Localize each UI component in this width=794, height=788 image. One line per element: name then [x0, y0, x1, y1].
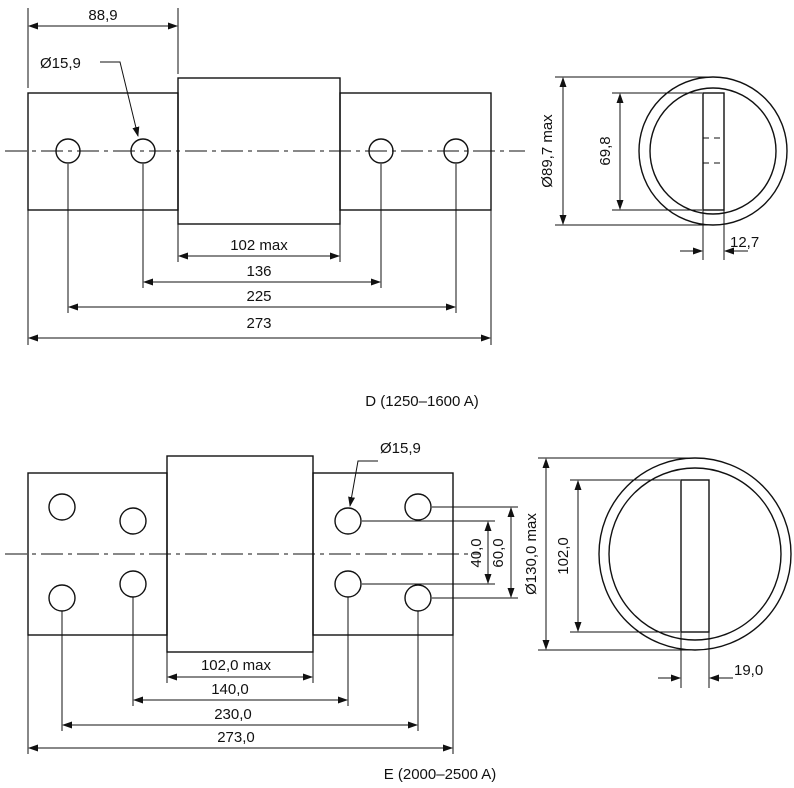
fuse-d-hole: [443, 138, 469, 164]
dim-inner-hole-spacing: 136: [246, 263, 271, 280]
fuse-d-caption: D (1250–1600 A): [365, 393, 478, 410]
fuse-d-end-inner-circle: [649, 87, 777, 215]
dim-body-diameter: Ø89,7 max: [539, 114, 556, 188]
dim-body-max: 102 max: [230, 237, 288, 254]
fuse-e-end-blade: [680, 479, 710, 633]
dim-hole-vertical-spacing: 40,0: [468, 538, 485, 567]
leader-line: [348, 460, 378, 507]
fuse-e-hole: [334, 570, 362, 598]
dim-blade-width: 12,7: [730, 234, 759, 251]
fuse-e-end-inner-circle: [608, 467, 782, 641]
dim-overall-length: 273: [246, 315, 271, 332]
fuse-e-hole: [334, 507, 362, 535]
fuse-e-hole: [48, 493, 76, 521]
fuse-e-hole: [119, 570, 147, 598]
dim-hole-vertical-outer: 60,0: [490, 538, 507, 567]
fuse-e-hole: [404, 584, 432, 612]
fuse-d-hole: [130, 138, 156, 164]
dim-outer-hole-spacing: 230,0: [214, 706, 252, 723]
fuse-e-hole: [119, 507, 147, 535]
fuse-e-hole: [48, 584, 76, 612]
fuse-e-end-view: Ø130,0 max 102,0 19,0: [523, 457, 792, 688]
fuse-e-hole: [404, 493, 432, 521]
dim-hole-diameter: Ø15,9: [380, 440, 421, 457]
dim-contact-length: 88,9: [88, 7, 117, 24]
fuse-d-end-view: Ø89,7 max 69,8 12,7: [539, 76, 788, 260]
dim-inner-hole-spacing: 140,0: [211, 681, 249, 698]
dim-body-max: 102,0 max: [201, 657, 272, 674]
fuse-d-hole: [368, 138, 394, 164]
dim-blade-width: 19,0: [734, 662, 763, 679]
fuse-d-hole: [55, 138, 81, 164]
leader-line: [100, 61, 140, 137]
fuse-e-side-view: Ø15,9 40,0 60,0 102,0 max 140,0 230,0 27…: [5, 440, 518, 754]
dim-body-diameter: Ø130,0 max: [523, 513, 540, 595]
fuse-d-side-view: 88,9 Ø15,9 102 max 136 225 273: [5, 7, 525, 345]
dim-blade-height: 69,8: [597, 136, 614, 165]
fuse-d-end-blade: [702, 92, 725, 211]
fuse-e-end-outer-circle: [598, 457, 792, 651]
dim-hole-diameter: Ø15,9: [40, 55, 81, 72]
fuse-e-caption: E (2000–2500 A): [384, 766, 497, 783]
dim-overall-length: 273,0: [217, 729, 255, 746]
dim-outer-hole-spacing: 225: [246, 288, 271, 305]
fuse-d-end-outer-circle: [638, 76, 788, 226]
dim-blade-height: 102,0: [555, 537, 572, 575]
